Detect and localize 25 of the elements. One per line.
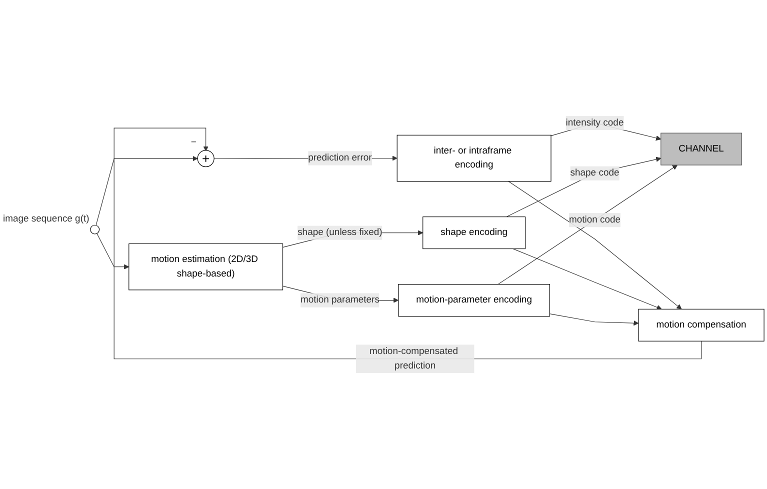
sign-label: − <box>190 137 196 148</box>
node-circle <box>90 224 100 234</box>
edge-label: intensity code <box>566 118 624 128</box>
edge-label: motion code <box>568 214 621 225</box>
input-label: image sequence g(t) <box>3 214 90 225</box>
arrow <box>549 314 639 326</box>
arrow <box>96 156 198 226</box>
arrow <box>498 164 678 285</box>
node-box: motion compensation <box>638 308 764 342</box>
node-box: motion-parameter encoding <box>398 284 550 317</box>
edge-label: motion parameters <box>300 294 380 306</box>
node-box: CHANNEL <box>660 132 742 166</box>
arrow <box>506 156 662 218</box>
node-circle: + <box>197 150 214 168</box>
node-box: inter- or intraframe encoding <box>396 134 552 182</box>
node-box: shape encoding <box>422 216 526 250</box>
arrow <box>114 128 702 360</box>
edge-label: motion-compensated prediction <box>370 346 458 371</box>
edge-label: shape (unless fixed) <box>298 227 382 238</box>
arrow <box>512 248 662 310</box>
edge-label: prediction error <box>308 152 372 163</box>
edge-label: shape code <box>570 168 620 178</box>
arrow <box>96 233 130 270</box>
arrow <box>508 181 682 310</box>
node-box: motion estimation (2D/3D shape-based) <box>128 243 284 290</box>
